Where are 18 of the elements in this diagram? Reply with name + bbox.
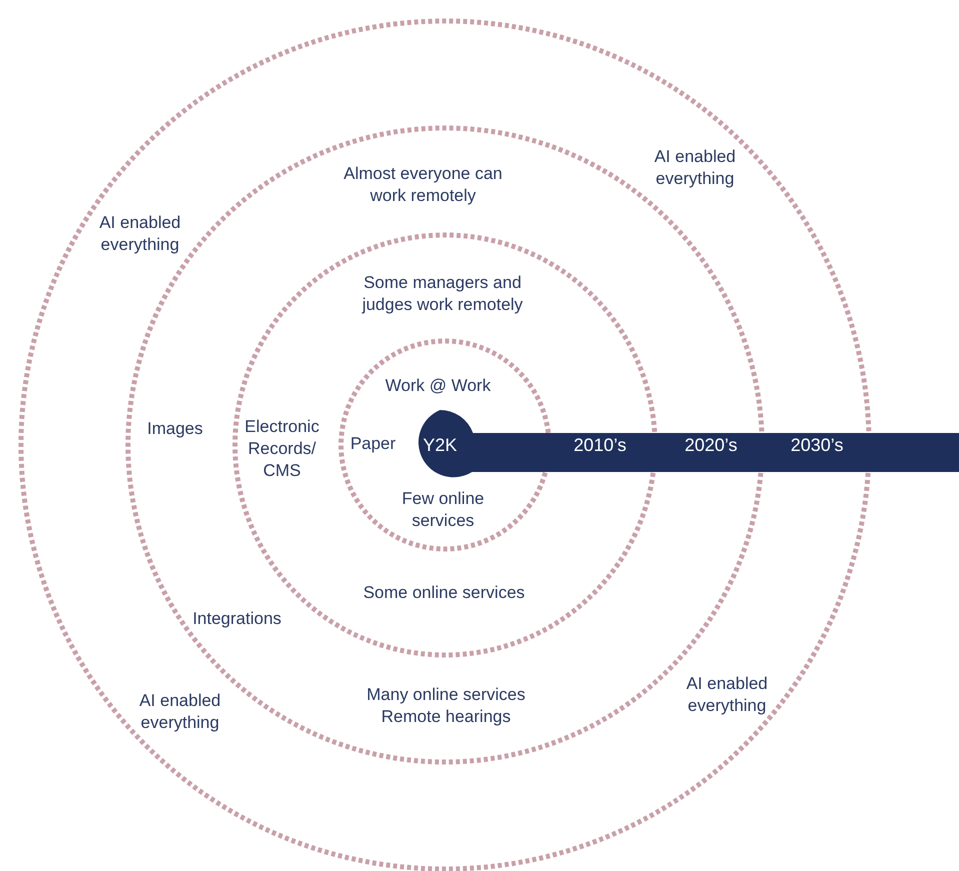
era-description: AI enabled everything xyxy=(653,146,737,190)
timeline-label: 2010’s xyxy=(572,434,628,456)
era-description: Integrations xyxy=(192,608,282,630)
era-description: Electronic Records/ CMS xyxy=(244,416,320,482)
era-description: Paper xyxy=(349,433,397,455)
era-description: AI enabled everything xyxy=(98,212,182,256)
timeline-label: Y2K xyxy=(422,434,458,456)
era-description: AI enabled everything xyxy=(138,690,222,734)
era-description: Few online services xyxy=(400,488,486,532)
era-description: Some managers and judges work remotely xyxy=(360,272,524,316)
era-description: Almost everyone can work remotely xyxy=(342,163,504,207)
era-description: Some online services xyxy=(362,582,526,604)
era-description: Images xyxy=(146,418,204,440)
era-description: AI enabled everything xyxy=(685,673,769,717)
era-description: Many online services Remote hearings xyxy=(366,684,526,728)
timeline-label: 2030’s xyxy=(790,434,844,456)
era-description: Work @ Work xyxy=(384,375,492,397)
timeline-label: 2020’s xyxy=(684,434,738,456)
